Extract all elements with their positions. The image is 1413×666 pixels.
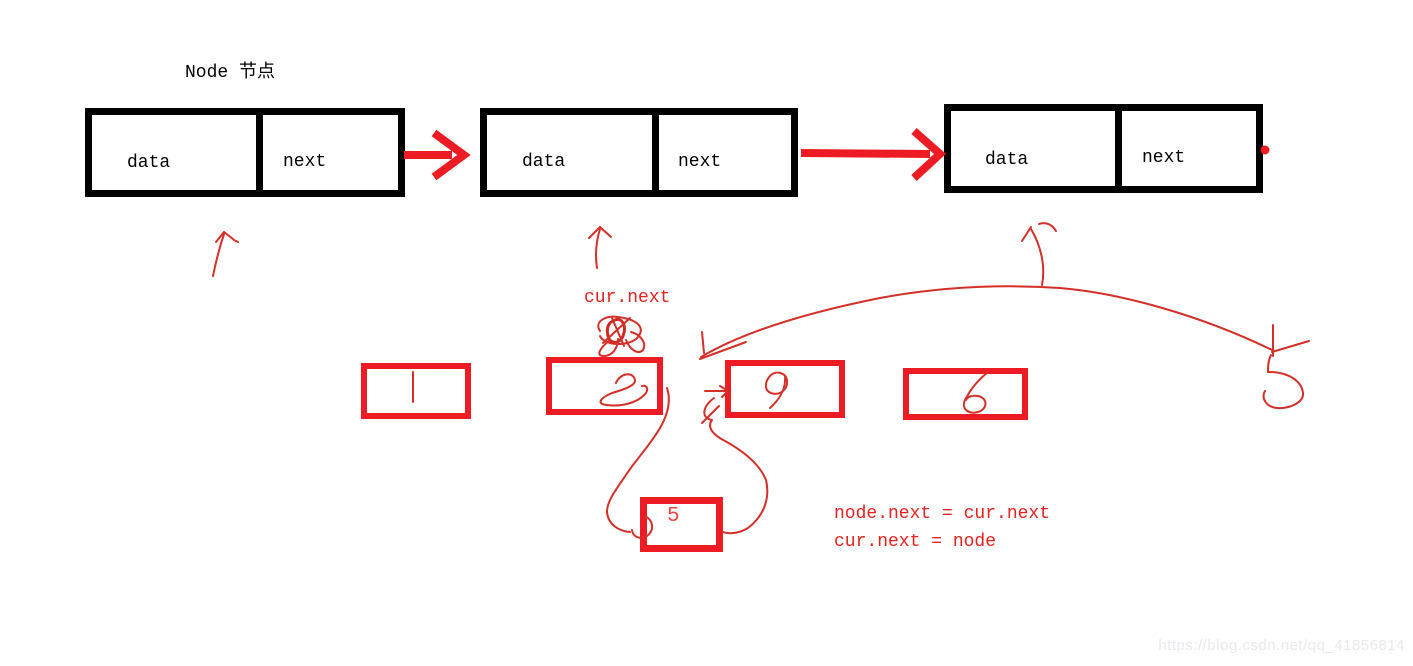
value-box-6 [903, 368, 1028, 420]
up-arrow-node3-icon [1021, 222, 1057, 286]
up-arrow-node1-icon [212, 231, 239, 277]
cur-next-label: cur.next [584, 288, 671, 308]
inserted-node-value: 5 [667, 505, 680, 528]
node-3-divider [1115, 111, 1122, 186]
node-1-data-label: data [127, 153, 171, 173]
diagram-title: Node 节点 [185, 63, 276, 83]
code-line-2: cur.next = node [834, 532, 997, 552]
link-arrow-2-icon [800, 128, 946, 181]
inserted-node-box [640, 497, 723, 552]
insert-link-right-cross-icon [701, 405, 720, 424]
value-box-3 [546, 357, 663, 415]
code-line-1: node.next = cur.next [834, 504, 1051, 524]
up-arrow-node2-icon [588, 226, 612, 269]
node-1-next-label: next [283, 152, 327, 172]
node-3-next-label: next [1142, 148, 1186, 168]
reposition-curve-arrow-icon [699, 285, 1273, 360]
node-box-2 [480, 108, 798, 197]
node-3-data-label: data [985, 150, 1029, 170]
node-1-divider [256, 115, 263, 190]
node-box-3 [944, 104, 1263, 193]
handwritten-digit-5-scratched-icon [1262, 324, 1310, 410]
node-2-data-label: data [522, 152, 566, 172]
value-box-1 [361, 363, 471, 419]
scratched-out-scribble-icon [597, 315, 646, 357]
link-arrow-1-icon [404, 129, 471, 181]
watermark-url: https://blog.csdn.net/qq_41856814 [1158, 637, 1405, 654]
node-box-1 [85, 108, 405, 197]
node-2-divider [652, 115, 659, 190]
node-2-next-label: next [678, 152, 722, 172]
value-box-9 [725, 360, 845, 418]
